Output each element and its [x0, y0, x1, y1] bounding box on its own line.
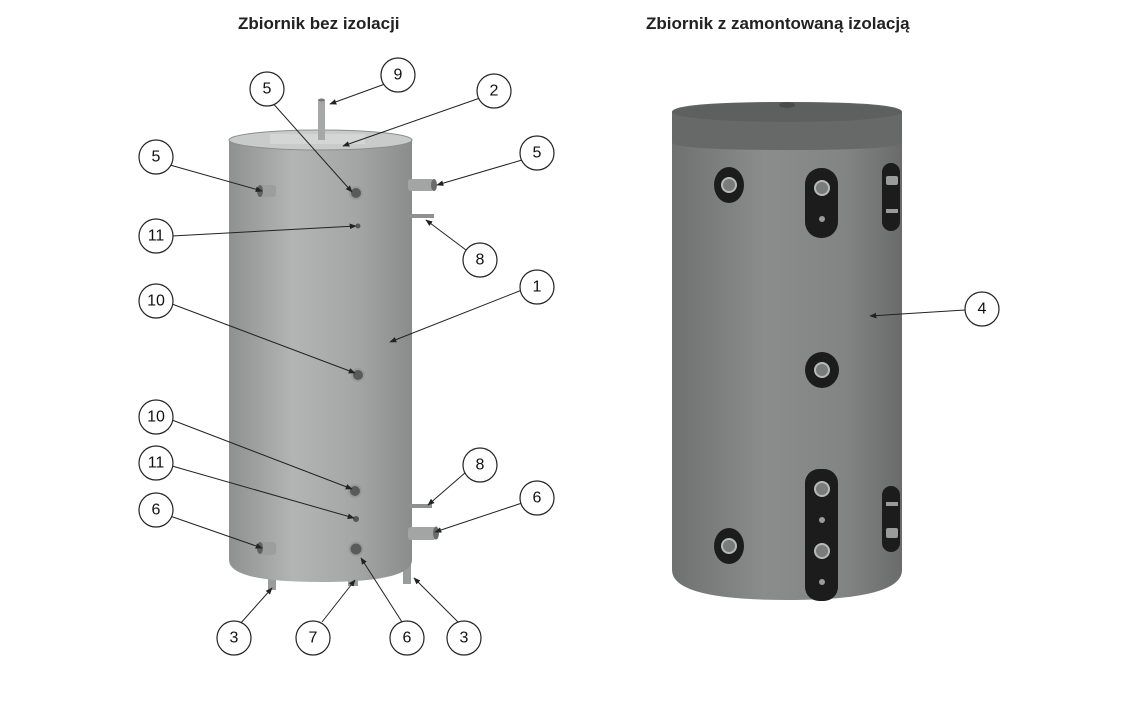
- callout-5-top: 5: [249, 71, 285, 107]
- svg-text:2: 2: [490, 83, 499, 100]
- port-front-small-top: [355, 223, 361, 229]
- callout-3-right: 3: [446, 620, 482, 656]
- insulated-tank-body: [672, 138, 902, 600]
- svg-text:9: 9: [394, 67, 403, 84]
- port-front-top: [349, 186, 363, 200]
- callout-11-bottom: 11: [138, 445, 174, 481]
- callout-7: 7: [295, 620, 331, 656]
- leader-lines-left: [169, 83, 523, 625]
- port-front-small-lower: [353, 516, 359, 522]
- port-panel-lower-b: [819, 517, 825, 523]
- svg-text:7: 7: [309, 630, 318, 647]
- port-panel-edge-upper: [882, 163, 900, 231]
- stub-edge-upper-a: [886, 176, 898, 185]
- sensor-lower-right: [408, 504, 432, 508]
- svg-text:8: 8: [476, 252, 485, 269]
- callout-6-left: 6: [138, 492, 174, 528]
- stub-upper-right-end: [431, 179, 437, 191]
- port-panel-upper: [805, 168, 838, 238]
- port-front-middle: [351, 368, 365, 382]
- stub-edge-upper-b: [886, 209, 898, 213]
- stub-upper-right: [408, 179, 434, 191]
- callout-11-top: 11: [138, 218, 174, 254]
- svg-text:8: 8: [476, 457, 485, 474]
- port-lower-left: [721, 538, 737, 554]
- insulated-tank: [672, 102, 902, 601]
- svg-text:5: 5: [533, 145, 542, 162]
- callout-6-right: 6: [519, 480, 555, 516]
- lid-top-surface: [672, 102, 902, 122]
- tank-body: [229, 140, 412, 582]
- tank-foot-right: [403, 562, 411, 584]
- sensor-upper-right: [408, 214, 434, 218]
- callout-10-top: 10: [138, 283, 174, 319]
- lid-center-port: [779, 102, 795, 108]
- port-panel-edge-lower: [882, 486, 900, 552]
- bare-tank: [228, 98, 439, 590]
- port-panel-lower: [805, 469, 838, 601]
- svg-text:11: 11: [148, 455, 165, 472]
- stub-lower-right: [408, 527, 436, 540]
- stub-edge-lower-b: [886, 528, 898, 538]
- svg-text:6: 6: [403, 630, 412, 647]
- callout-1: 1: [519, 269, 555, 305]
- port-panel-upper-small: [819, 216, 825, 222]
- stub-lower-right-end: [433, 526, 439, 540]
- svg-text:10: 10: [147, 409, 165, 426]
- callout-3-left: 3: [216, 620, 252, 656]
- leader-lines-right: [869, 309, 966, 319]
- stub-edge-lower-a: [886, 502, 898, 506]
- svg-text:3: 3: [230, 630, 239, 647]
- svg-text:5: 5: [263, 81, 272, 98]
- stub-lower-left-end: [257, 542, 263, 554]
- title-tank-with-insulation: Zbiornik z zamontowaną izolacją: [646, 14, 910, 33]
- top-pipe-9-end: [318, 98, 325, 102]
- svg-text:3: 3: [460, 630, 469, 647]
- callout-4: 4: [964, 291, 1000, 327]
- callout-10-bottom: 10: [138, 399, 174, 435]
- svg-text:6: 6: [533, 490, 542, 507]
- svg-text:1: 1: [533, 279, 542, 296]
- svg-text:10: 10: [147, 293, 165, 310]
- callout-8-top: 8: [462, 242, 498, 278]
- svg-text:6: 6: [152, 502, 161, 519]
- port-upper-left: [721, 177, 737, 193]
- port-panel-upper-large: [814, 180, 830, 196]
- port-panel-lower-d: [819, 579, 825, 585]
- title-tank-without-insulation: Zbiornik bez izolacji: [238, 14, 400, 33]
- port-middle: [814, 362, 830, 378]
- port-panel-lower-a: [814, 481, 830, 497]
- callout-9: 9: [380, 57, 416, 93]
- callout-5-left: 5: [138, 139, 174, 175]
- port-front-bottom: [348, 541, 364, 557]
- callout-8-bottom: 8: [462, 447, 498, 483]
- svg-text:11: 11: [148, 228, 165, 245]
- callouts-right: 4: [964, 291, 1000, 327]
- callouts-left: 9 5 2 5 5 11 8 1 10 10 8 11 6 6 3 7 6 3: [138, 57, 555, 656]
- callout-6-bottom: 6: [389, 620, 425, 656]
- tank-top-plate: [270, 134, 365, 144]
- port-front-lower: [348, 484, 362, 498]
- callout-2: 2: [476, 73, 512, 109]
- port-panel-lower-c: [814, 543, 830, 559]
- svg-text:4: 4: [978, 301, 987, 318]
- svg-text:5: 5: [152, 149, 161, 166]
- callout-5-right: 5: [519, 135, 555, 171]
- stub-upper-left-end: [257, 185, 263, 197]
- top-pipe-9: [318, 100, 325, 140]
